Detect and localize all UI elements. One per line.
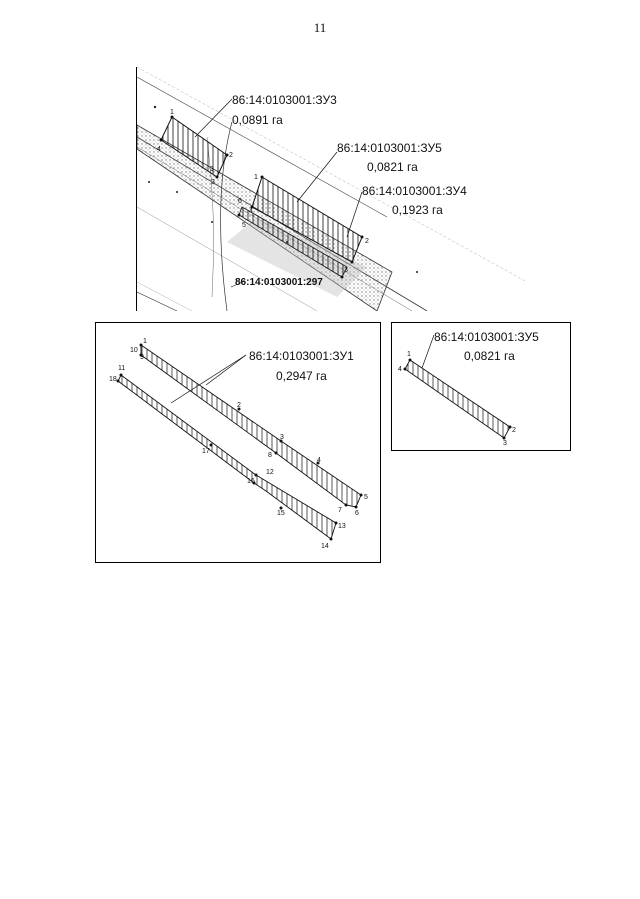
zu1-area: 0,2947 га [276,369,327,383]
point-label: 9 [140,354,144,361]
point-label: 3 [344,267,348,274]
point-label: 4 [249,208,253,215]
leader-line [194,98,233,138]
point-label: 1 [254,174,258,181]
point-label: 17 [202,448,210,455]
point-label: 5 [364,494,368,501]
boundary-line [137,291,178,311]
point-label: 11 [118,365,125,372]
road-shade [227,217,367,297]
right-map: 1 4 2 3 86:14:0103001:ЗУ5 0,0821 га [391,322,571,451]
leader-line [421,334,435,369]
leader-line [346,191,363,238]
point-label: 16 [247,478,255,485]
point-label: 1 [170,109,174,116]
zu1-code: 86:14:0103001:ЗУ1 [249,349,354,363]
point-label: 8 [268,452,272,459]
point-label: 18 [109,376,117,383]
left-map-drawing: 1 10 9 11 18 2 3 8 4 17 12 16 5 6 7 15 1… [109,338,368,550]
road-code: 86:14:0103001:297 [235,277,323,288]
point-label: 15 [277,510,285,517]
point-label: 6 [355,510,359,517]
point-label: 3 [210,166,214,173]
zu5-area: 0,0821 га [464,349,515,363]
boundary-line [137,281,193,311]
point-label: 5 [242,222,246,229]
point-label: 2 [512,427,516,434]
page-number: 11 [313,20,327,35]
parcel-zu5 [404,359,511,439]
point-label: 3 [280,434,284,441]
point-label: 4 [157,146,161,153]
leader-line [296,151,338,203]
point-label: 3 [211,179,215,186]
boundary-line [137,206,318,311]
right-map-drawing: 1 4 2 3 86:14:0103001:ЗУ5 0,0821 га [398,330,539,447]
point-label: 7 [338,507,342,514]
point-label: 3 [503,440,507,447]
parcel-zu1-upper [140,344,362,508]
point-label: 1 [407,351,411,358]
zu4-area: 0,1923 га [392,203,443,217]
zu5-code: 86:14:0103001:ЗУ5 [434,330,539,344]
point-label: 1 [143,338,147,345]
point-label: 2 [229,152,233,159]
zu4-code: 86:14:0103001:ЗУ4 [362,184,467,198]
zu3-code: 86:14:0103001:ЗУ3 [232,93,337,107]
point-label: 14 [321,543,329,550]
main-map: 1 4 2 3 1 2 3 6 5 4 3 86:14:0103001:ЗУ3 … [136,67,527,311]
boundary-line [137,76,388,218]
zu5-code: 86:14:0103001:ЗУ5 [337,141,442,155]
point-label: 4 [317,457,321,464]
boundary-line [137,67,527,283]
point-label: 2 [365,238,369,245]
leader-line [170,354,247,404]
leader-line [230,280,246,288]
parcel-zu1-lower [117,374,337,540]
point-label: 4 [398,366,402,373]
point-label: 10 [130,347,138,354]
zu3-area: 0,0891 га [232,113,283,127]
leader-line [205,354,247,386]
point-label: 13 [338,523,346,530]
left-map: 1 10 9 11 18 2 3 8 4 17 12 16 5 6 7 15 1… [95,322,381,563]
main-map-drawing: 1 4 2 3 1 2 3 6 5 4 3 86:14:0103001:ЗУ3 … [137,67,527,311]
point-label: 2 [237,402,241,409]
zu5-area: 0,0821 га [367,160,418,174]
point-label: 6 [238,198,242,205]
curve-line [220,121,233,311]
point-label: 12 [266,469,274,476]
